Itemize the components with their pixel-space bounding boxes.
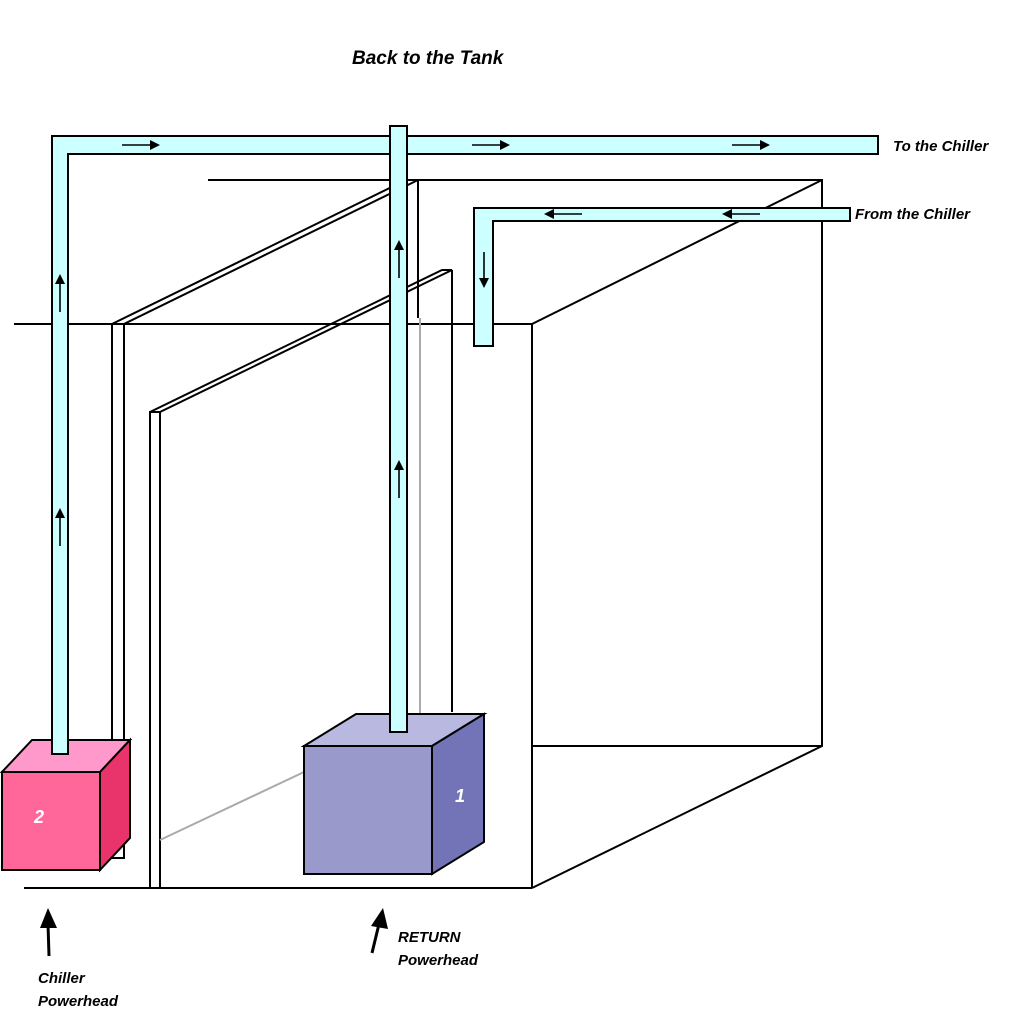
chiller-powerhead-label-line: Powerhead <box>38 993 119 1010</box>
flow-arrow-down <box>479 252 489 288</box>
to-chiller-label: To the Chiller <box>893 138 989 155</box>
return-to-tank-label: Back to the Tank <box>352 48 505 69</box>
flow-arrow-right <box>122 140 160 150</box>
flow-arrows <box>55 140 770 546</box>
flow-arrow-left <box>722 209 760 219</box>
chiller-powerhead: 2 <box>0 737 133 873</box>
return-powerhead-label-line: Powerhead <box>398 952 479 969</box>
chiller-powerhead-label-line: Chiller <box>38 970 86 987</box>
flow-arrow-right <box>472 140 510 150</box>
chiller-powerhead-pointer <box>40 908 57 957</box>
chiller-powerhead-number: 2 <box>33 807 44 827</box>
sump-tank <box>14 179 823 889</box>
return-powerhead-label-line: RETURN <box>398 929 462 946</box>
baffle-rear <box>111 179 419 859</box>
chiller-powerhead-label: Chiller Powerhead <box>38 970 119 1010</box>
flow-arrow-left <box>544 209 582 219</box>
from-chiller-label: From the Chiller <box>855 206 971 223</box>
return-powerhead-pointer <box>370 908 388 954</box>
pipe-from-chiller <box>473 207 851 347</box>
pipe-to-chiller <box>51 135 879 755</box>
flow-arrow-up <box>394 240 404 278</box>
return-powerhead-front <box>303 745 433 875</box>
pipe-return-riser <box>389 125 408 733</box>
return-powerhead-label: RETURN Powerhead <box>398 929 479 969</box>
flow-arrow-up <box>394 460 404 498</box>
return-powerhead: 1 <box>300 712 488 876</box>
flow-arrow-up <box>55 508 65 546</box>
baffle-front <box>149 269 453 889</box>
chiller-powerhead-front <box>1 771 101 871</box>
flow-arrow-right <box>732 140 770 150</box>
return-powerhead-number: 1 <box>455 786 465 806</box>
flow-arrow-up <box>55 274 65 312</box>
